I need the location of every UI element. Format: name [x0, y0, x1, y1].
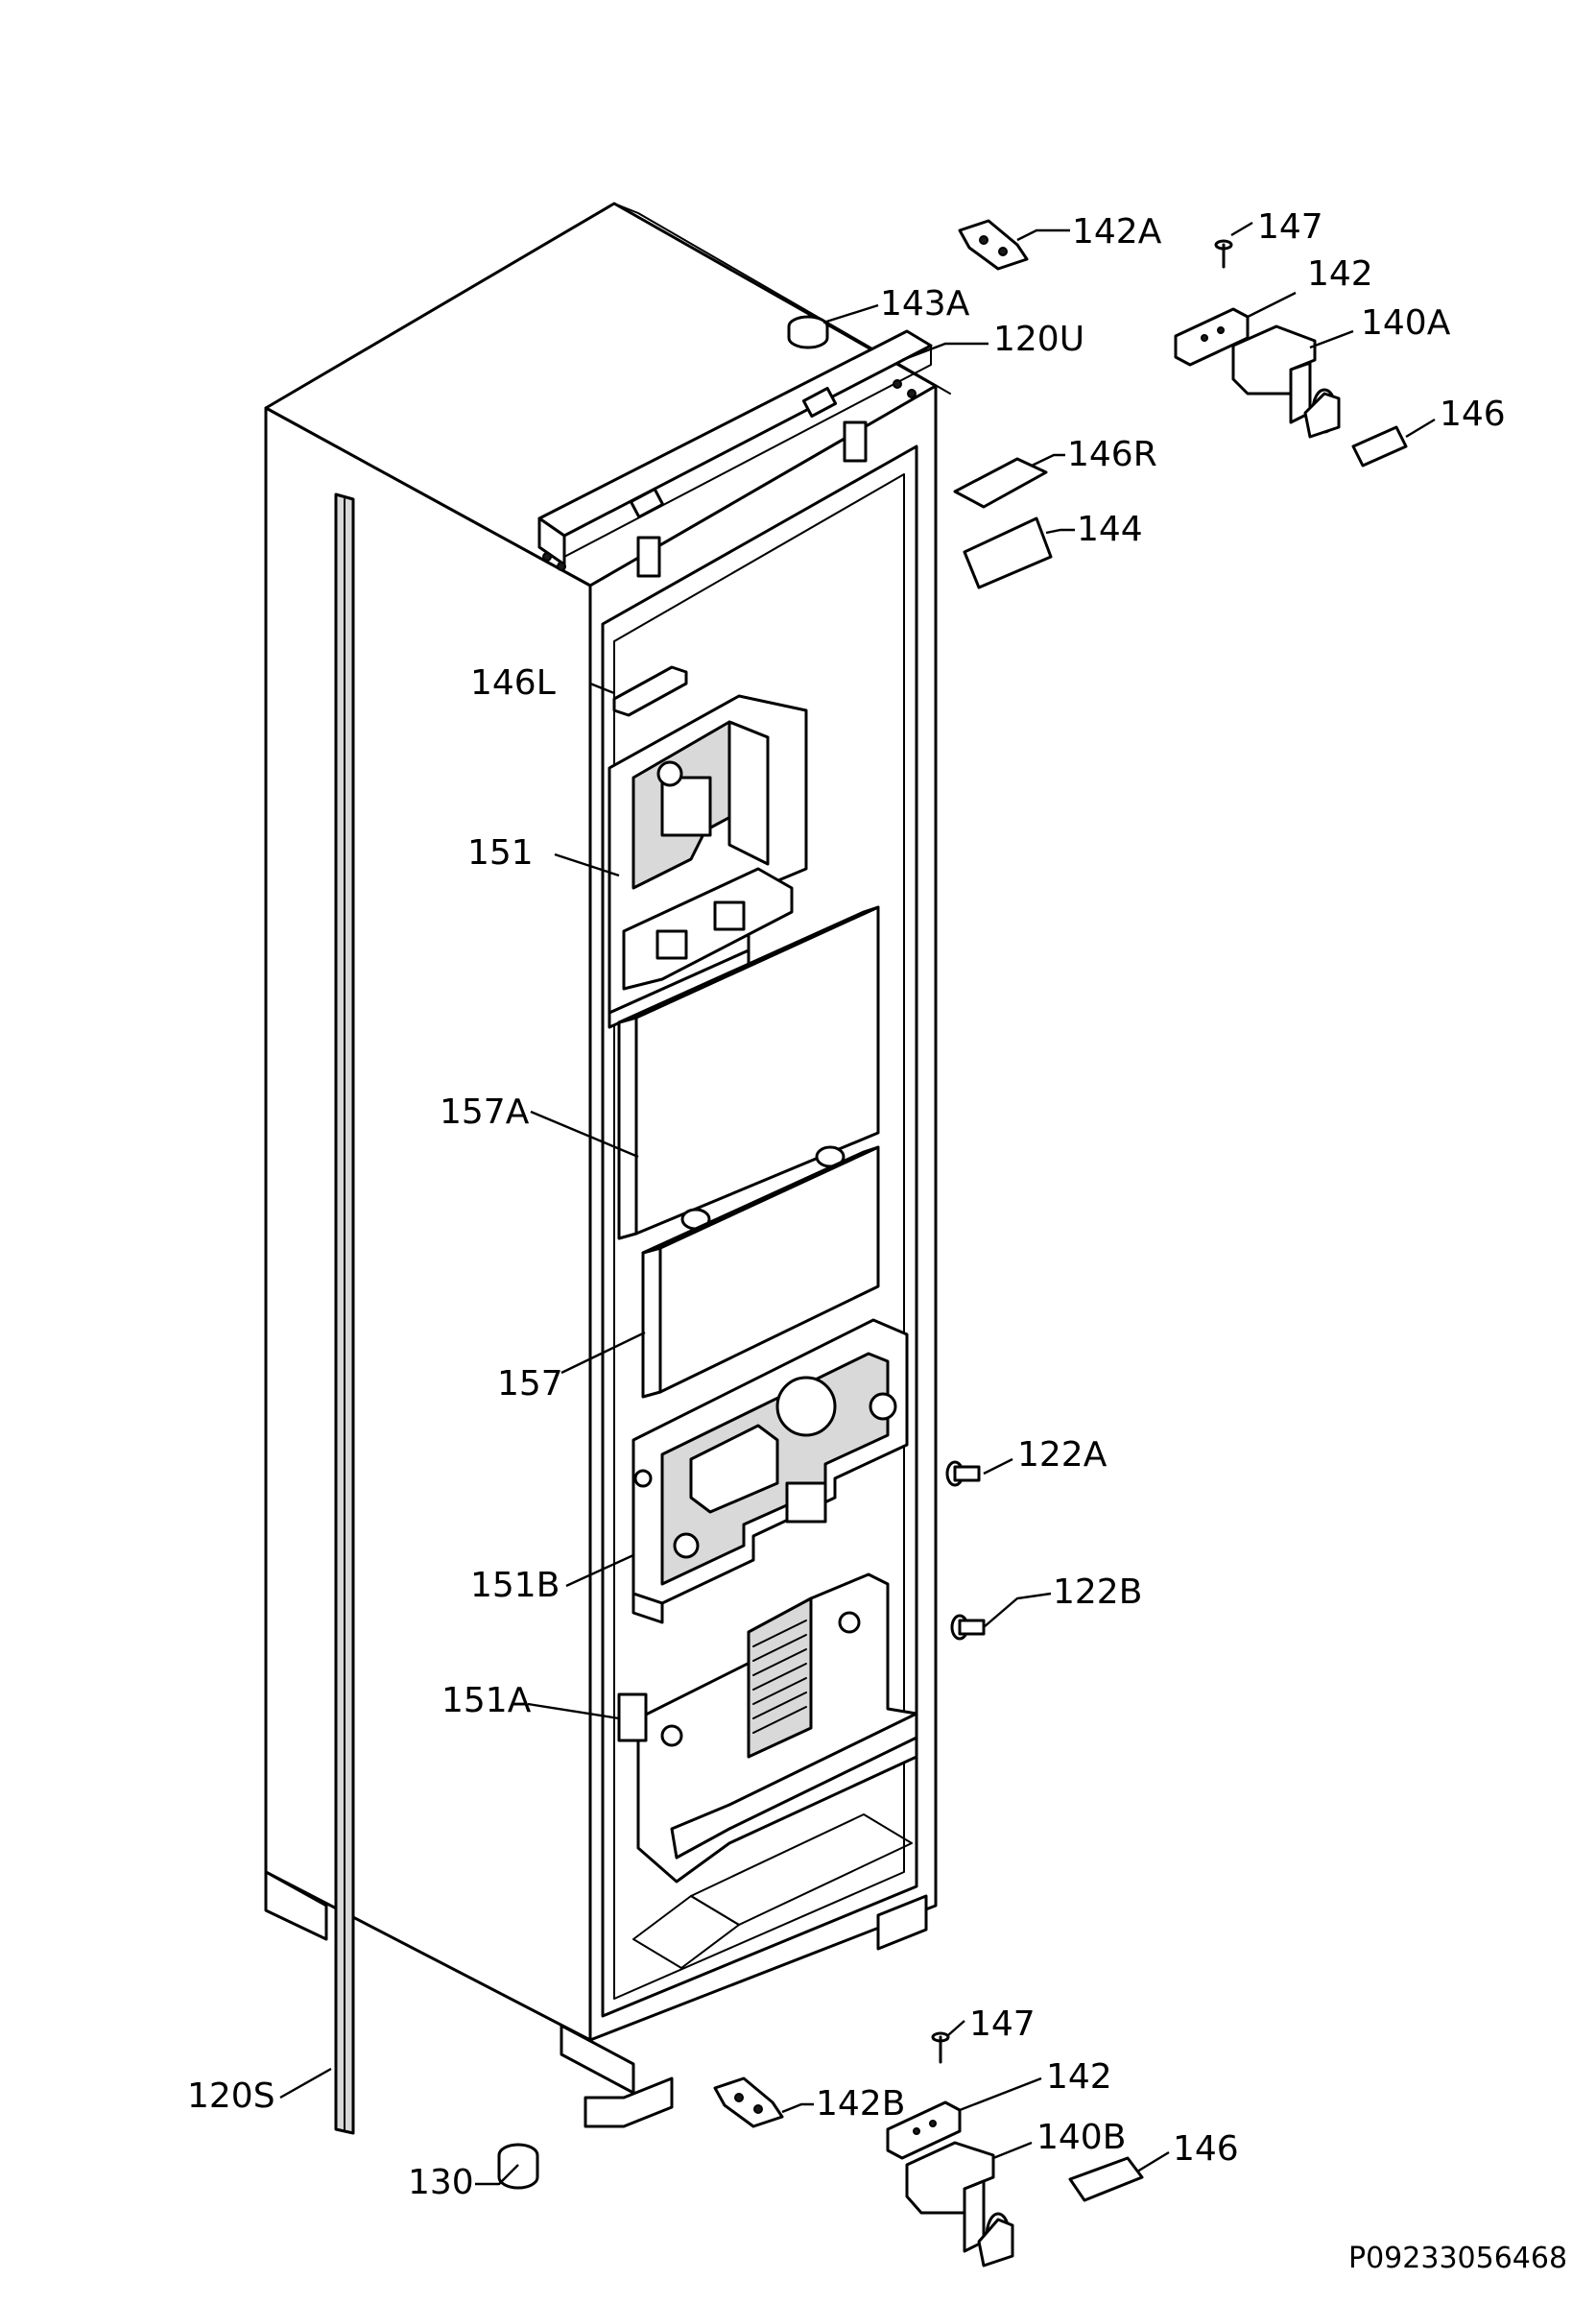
screw-147-top [1214, 239, 1233, 269]
label-146L [612, 665, 688, 717]
label-122A: 122A [1017, 1435, 1108, 1475]
label-146-top: 146 [1440, 395, 1506, 434]
label-143A: 143A [880, 284, 970, 324]
hinge-plate-142A [958, 219, 1029, 271]
foot-130 [497, 2143, 539, 2190]
label-151B: 151B [470, 1566, 560, 1605]
label-147-top: 147 [1257, 207, 1323, 247]
pin-122B [950, 1614, 986, 1641]
dispenser-door-157 [641, 1145, 880, 1399]
dispenser-panel-151A [617, 1572, 918, 1969]
hinge-bracket-142-bottom [886, 2100, 962, 2160]
label-144 [963, 516, 1053, 589]
label-146-bottom: 146 [1173, 2129, 1239, 2169]
label-144: 144 [1077, 510, 1143, 549]
leader-lines [279, 221, 1436, 2186]
hinge-140B [905, 2141, 1014, 2268]
label-142A-top: 142A [1072, 212, 1162, 252]
dispenser-door-157A [617, 905, 880, 1240]
side-trim-120S [334, 492, 355, 2135]
label-120U: 120U [993, 320, 1084, 359]
callout-labels: 142A 147 142 143A 120U 140A 146 146R 144… [187, 207, 1506, 2202]
dispenser-housing-151 [607, 694, 808, 1029]
hinge-140A [1231, 324, 1341, 439]
label-142B: 142B [816, 2084, 905, 2124]
pin-122A [945, 1460, 981, 1487]
label-146-bottom [1068, 2156, 1144, 2202]
label-146-top [1351, 425, 1408, 468]
label-157A: 157A [440, 1092, 530, 1132]
label-146R [953, 457, 1048, 509]
label-146R: 146R [1067, 435, 1157, 474]
vent-grille [752, 1620, 807, 1734]
screw-147-bottom [931, 2031, 950, 2064]
label-120S: 120S [187, 2076, 275, 2116]
label-157: 157 [497, 1364, 563, 1404]
label-122B: 122B [1053, 1572, 1142, 1612]
document-code: P09233056468 [1348, 2242, 1567, 2275]
cap-143A [787, 315, 829, 349]
dispenser-housing-151B [631, 1318, 909, 1624]
label-130: 130 [408, 2163, 474, 2202]
label-142-bottom: 142 [1046, 2057, 1112, 2097]
label-151A: 151A [441, 1681, 532, 1720]
top-trim-120U [537, 329, 933, 578]
label-146L: 146L [470, 663, 556, 703]
label-140B: 140B [1036, 2118, 1126, 2157]
hinge-plate-142B [713, 2076, 784, 2128]
label-142-top: 142 [1307, 254, 1373, 294]
label-147-bottom: 147 [969, 2004, 1036, 2044]
label-151: 151 [467, 833, 534, 873]
label-140A: 140A [1361, 303, 1451, 343]
